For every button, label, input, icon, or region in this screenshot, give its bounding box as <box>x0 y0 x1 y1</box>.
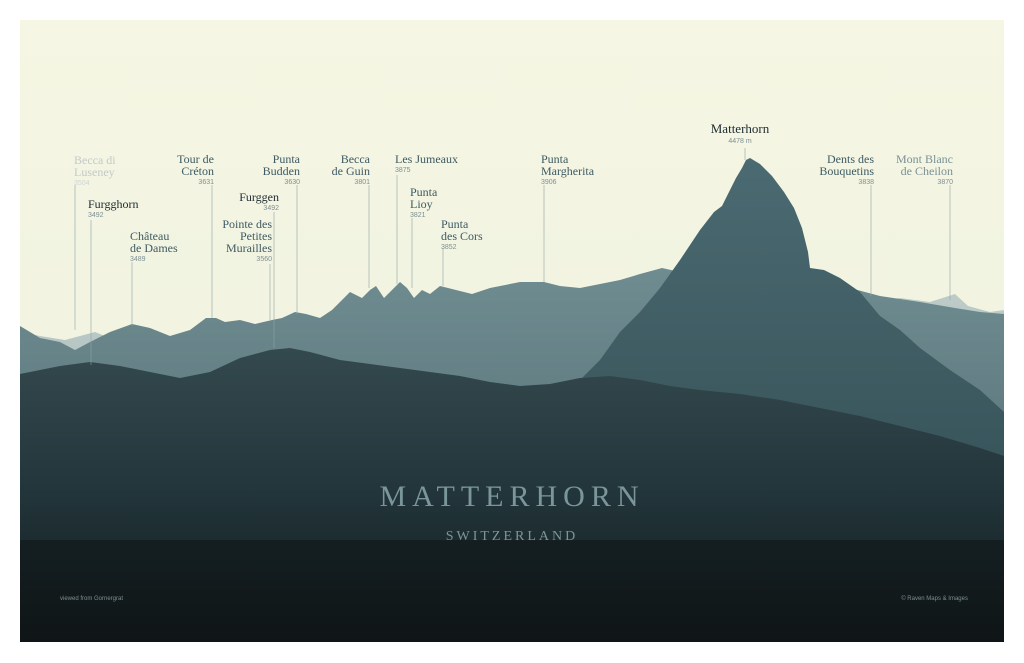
peak-elevation: 3852 <box>441 244 457 251</box>
credit-note: © Raven Maps & Images <box>901 596 968 602</box>
peak-label-dents-des-bouquetins: Dents des Bouquetins 3838 <box>819 153 874 187</box>
peak-elevation: 3489 <box>130 256 146 263</box>
peak-name: Punta Budden <box>262 152 300 178</box>
peak-label-furggen: Furggen 3492 <box>239 191 279 213</box>
peak-label-punta-lioy: Punta Lioy 3821 <box>410 186 437 220</box>
peak-elevation: 3875 <box>395 167 411 174</box>
peak-elevation: 3821 <box>410 212 426 219</box>
peak-name: Château de Dames <box>130 229 178 255</box>
peak-name: Becca de Guin <box>331 152 370 178</box>
peak-elevation: 3870 <box>937 179 953 186</box>
viewpoint-note: viewed from Gornergrat <box>60 596 124 602</box>
peak-elevation: 3504 <box>74 180 90 187</box>
peak-elevation: 3631 <box>198 179 214 186</box>
peak-label-punta-margherita: Punta Margherita 3906 <box>541 153 594 187</box>
peak-label-punta-budden: Punta Budden 3630 <box>263 153 300 187</box>
peak-elevation: 3630 <box>284 179 300 186</box>
peak-name: Punta Margherita <box>541 152 595 178</box>
peak-elevation: 3906 <box>541 179 557 186</box>
peak-label-becca-di-luseney: Becca di Luseney 3504 <box>74 154 116 188</box>
peak-name: Dents des Bouquetins <box>819 152 874 178</box>
peak-label-tour-de-creton: Tour de Créton 3631 <box>177 153 214 187</box>
peak-name: Punta des Cors <box>441 217 483 243</box>
mountain-panorama <box>20 20 1004 642</box>
valley-shadow <box>20 540 1004 642</box>
peak-name: Punta Lioy <box>410 185 438 211</box>
peak-label-les-jumeaux: Les Jumeaux 3875 <box>395 153 458 175</box>
peak-name: Les Jumeaux <box>395 152 458 166</box>
peak-name: Tour de Créton <box>177 152 214 178</box>
peak-label-becca-de-guin: Becca de Guin 3801 <box>332 153 370 187</box>
poster-subtitle: SWITZERLAND <box>445 529 579 544</box>
peak-name: Matterhorn <box>710 121 770 136</box>
peak-label-chateau-de-dames: Château de Dames 3489 <box>130 230 178 264</box>
peak-label-matterhorn: Matterhorn 4478 m <box>675 122 805 146</box>
peak-elevation: 4478 m <box>728 138 752 145</box>
peak-label-mont-blanc-de-cheilon: Mont Blanc de Cheilon 3870 <box>896 153 953 187</box>
peak-elevation: 3560 <box>256 256 272 263</box>
peak-name: Becca di Luseney <box>74 153 116 179</box>
peak-elevation: 3838 <box>858 179 874 186</box>
peak-elevation: 3492 <box>88 212 104 219</box>
leader-lines <box>74 148 951 365</box>
peak-label-punta-des-cors: Punta des Cors 3852 <box>441 218 483 252</box>
peak-name: Pointe des Petites Murailles <box>222 217 272 255</box>
peak-elevation: 3492 <box>263 205 279 212</box>
peak-name: Mont Blanc de Cheilon <box>896 152 953 178</box>
poster: Becca di Luseney 3504 Furgghorn 3492 Châ… <box>20 20 1004 642</box>
peak-label-pointe-des-petites-murailles: Pointe des Petites Murailles 3560 <box>222 218 272 264</box>
poster-title: MATTERHORN <box>379 480 645 513</box>
peak-name: Furgghorn <box>88 197 139 211</box>
peak-label-furgghorn: Furgghorn 3492 <box>88 198 138 220</box>
peak-name: Furggen <box>239 190 279 204</box>
peak-elevation: 3801 <box>354 179 370 186</box>
